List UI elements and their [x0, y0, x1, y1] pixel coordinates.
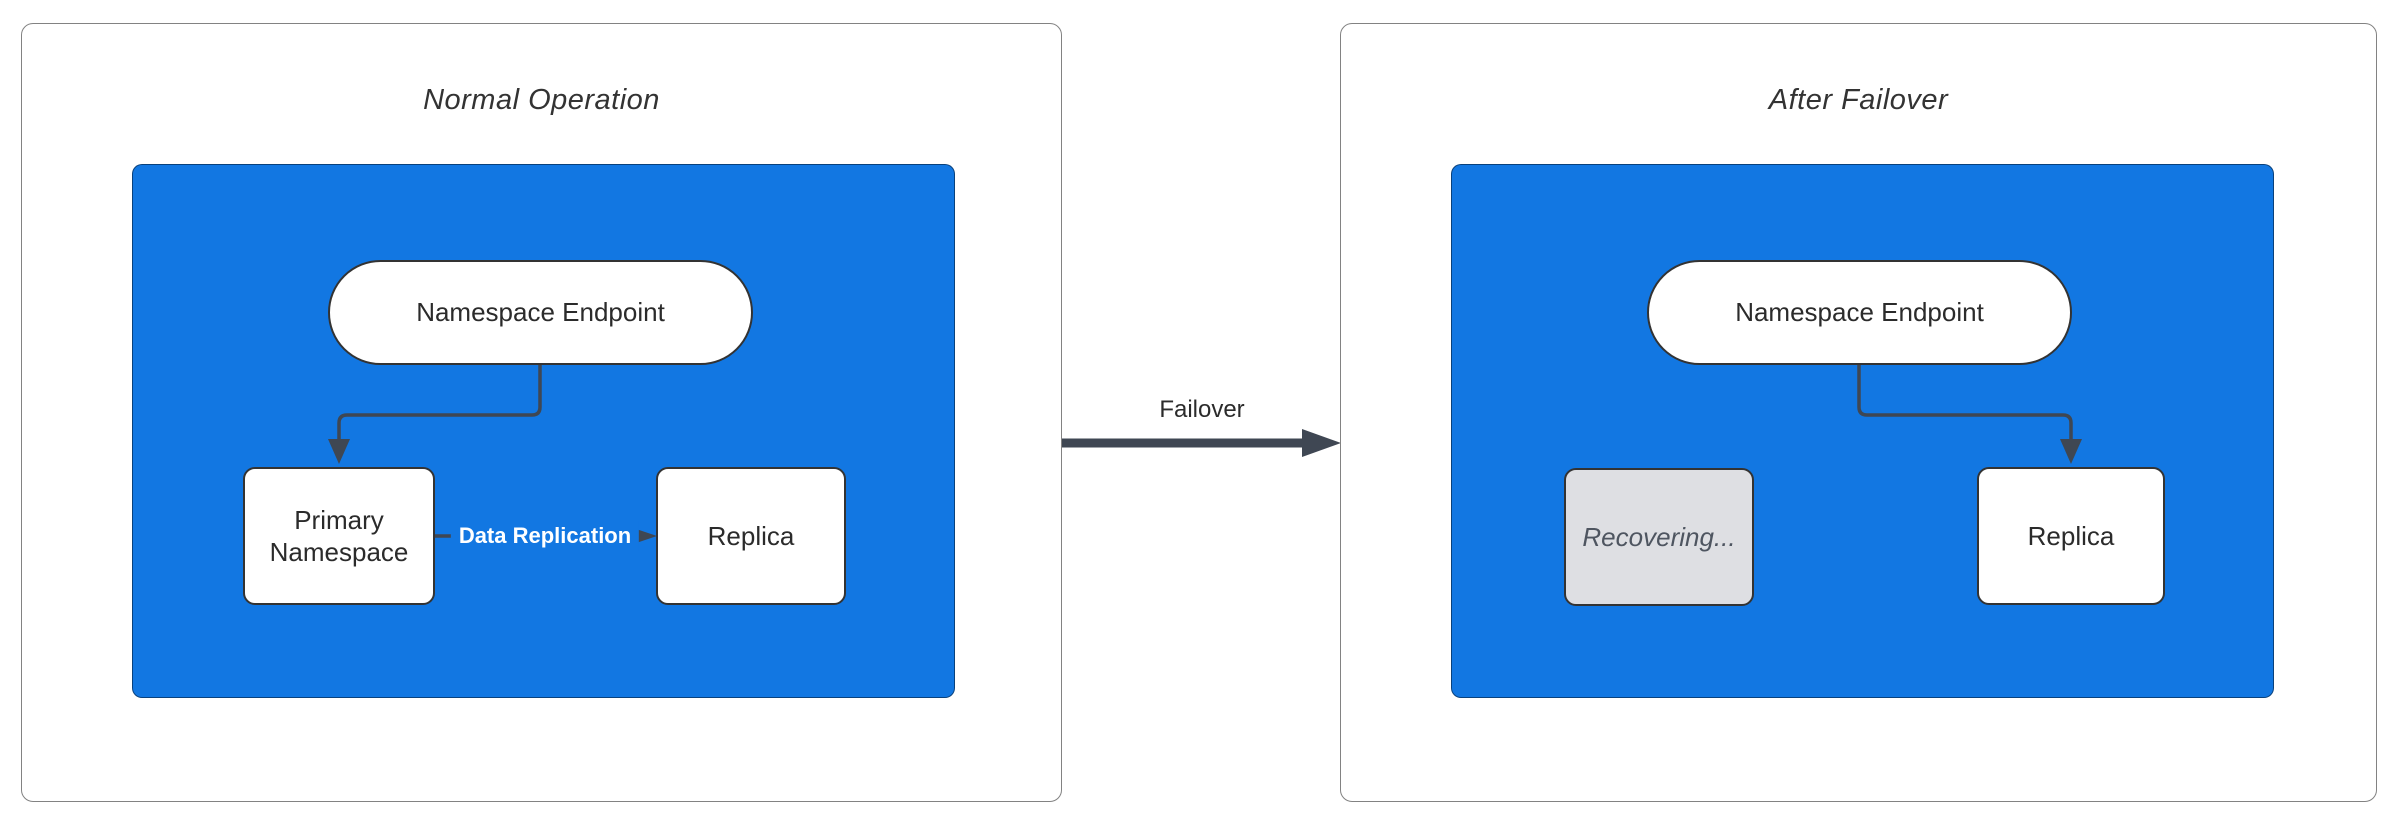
namespace-container-failover: Namespace Endpoint Recovering... Replica [1451, 164, 2274, 698]
edge-endpoint-to-replica-line [1857, 365, 2073, 441]
node-label-replica-failover: Replica [2027, 520, 2115, 551]
node-label-recovering: Recovering... [1582, 521, 1736, 552]
node-label-primary-namespace: Primary Namespace [269, 504, 409, 568]
node-label-replica-normal: Replica [707, 520, 795, 551]
edge-endpoint-to-primary-line [337, 365, 542, 441]
edge-label-data-replication: Data Replication [450, 521, 640, 551]
edge-endpoint-to-replica-arrowhead-icon [2060, 439, 2082, 464]
panel-title-normal-operation: Normal Operation [423, 84, 660, 116]
node-primary-namespace: Primary Namespace [243, 467, 435, 605]
node-namespace-endpoint-normal: Namespace Endpoint [328, 260, 753, 365]
failover-arrowhead-icon [1302, 429, 1341, 457]
panel-normal-operation: Normal Operation Namespace Endpoint Prim… [21, 23, 1062, 802]
node-label-namespace-endpoint-failover: Namespace Endpoint [1735, 297, 1984, 328]
failover-label: Failover [1159, 396, 1245, 423]
panel-title-after-failover: After Failover [1768, 84, 1949, 116]
edges-normal [328, 365, 657, 544]
failover-arrow [1062, 429, 1341, 457]
node-namespace-endpoint-failover: Namespace Endpoint [1647, 260, 2072, 365]
node-replica-normal: Replica [656, 467, 846, 605]
namespace-container-normal: Namespace Endpoint Primary Namespace Rep… [132, 164, 955, 698]
edge-endpoint-to-primary-arrowhead-icon [328, 439, 350, 464]
node-recovering: Recovering... [1564, 468, 1754, 606]
node-replica-failover: Replica [1977, 467, 2165, 605]
node-label-namespace-endpoint-normal: Namespace Endpoint [416, 297, 665, 328]
panel-after-failover: After Failover Namespace Endpoint Recove… [1340, 23, 2377, 802]
edges-failover [1857, 365, 2082, 464]
